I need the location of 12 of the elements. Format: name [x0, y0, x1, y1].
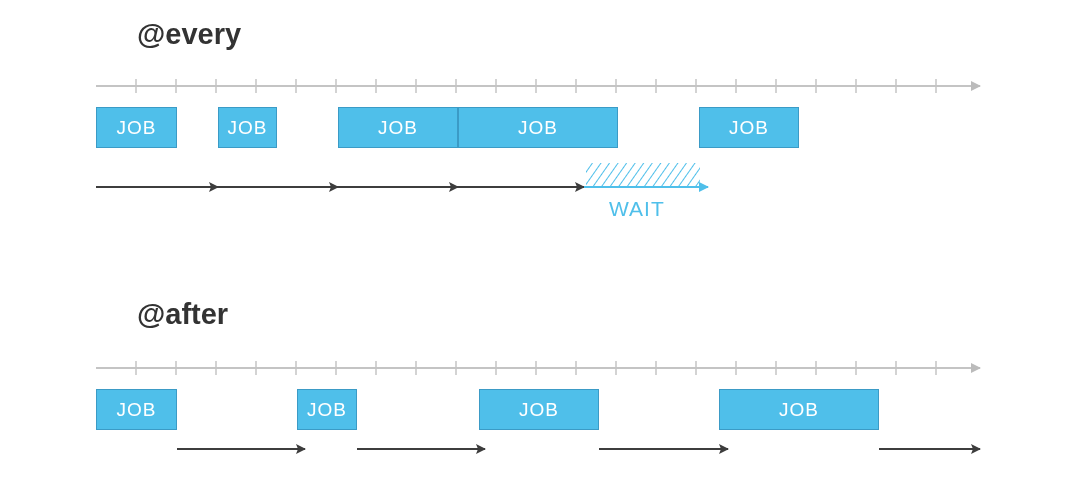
job-box: JOB — [479, 389, 599, 430]
section-title: @every — [137, 18, 242, 51]
job-box: JOB — [96, 389, 177, 430]
section-title: @after — [137, 298, 229, 331]
job-box: JOB — [218, 107, 277, 148]
job-box: JOB — [719, 389, 879, 430]
job-box: JOB — [338, 107, 458, 148]
job-box: JOB — [458, 107, 618, 148]
job-box: JOB — [699, 107, 799, 148]
job-box: JOB — [96, 107, 177, 148]
wait-label: WAIT — [609, 197, 665, 221]
job-box: JOB — [297, 389, 357, 430]
